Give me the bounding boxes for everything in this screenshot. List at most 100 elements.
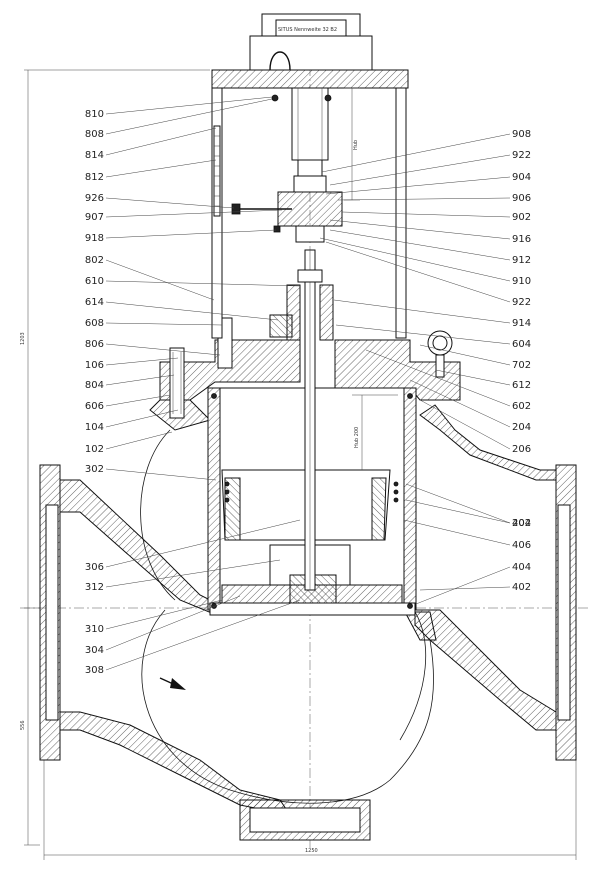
leader-808: [105, 98, 273, 135]
bonnet: [149, 330, 461, 431]
part-label-602: 602: [512, 401, 531, 412]
leader-606: [105, 394, 171, 407]
flow-arrow-icon: [159, 677, 186, 690]
valve-stem: [304, 249, 316, 591]
leader-404: [405, 499, 511, 524]
part-label-614: 614: [85, 297, 104, 308]
piston-rings: [224, 481, 399, 503]
part-label-604: 604: [512, 339, 531, 350]
leader-614: [105, 301, 279, 321]
leader-402: [419, 586, 511, 591]
part-label-922: 922: [512, 150, 531, 161]
leader-lines: [105, 96, 511, 671]
valve-body: [39, 404, 577, 841]
leader-918: [105, 229, 277, 239]
leader-306: [105, 519, 301, 568]
part-label-202: 202: [512, 518, 531, 529]
part-label-702: 702: [512, 360, 531, 371]
part-label-204: 204: [512, 422, 531, 433]
part-label-102: 102: [85, 444, 104, 455]
part-label-608: 608: [85, 318, 104, 329]
dim-width: 1250: [305, 848, 318, 854]
actuator: SITUS Nennweite 32 B2 Hub: [211, 13, 409, 201]
leader-608: [105, 322, 223, 326]
leader-922: [325, 241, 511, 303]
part-label-404: 404: [512, 562, 531, 573]
leader-610: [105, 280, 301, 287]
dimension-lines: 1203 556 1250: [20, 69, 577, 860]
leader-802: [105, 259, 215, 301]
leader-902: [341, 211, 511, 218]
leader-104: [105, 409, 179, 428]
leader-602: [365, 349, 511, 407]
part-label-804: 804: [85, 380, 104, 391]
leader-810: [105, 96, 273, 115]
part-labels: 8108088148129269079188026106146088061068…: [85, 109, 531, 676]
part-label-902: 902: [512, 212, 531, 223]
leader-312: [105, 559, 281, 588]
leader-908: [321, 133, 511, 173]
leader-904: [325, 176, 511, 195]
leader-304: [105, 595, 241, 651]
part-label-904: 904: [512, 172, 531, 183]
part-label-304: 304: [85, 645, 104, 656]
leader-310: [105, 599, 223, 630]
leader-906: [337, 197, 511, 201]
part-label-810: 810: [85, 109, 104, 120]
part-label-907: 907: [85, 212, 104, 223]
part-label-104: 104: [85, 422, 104, 433]
part-label-206: 206: [512, 444, 531, 455]
part-label-806: 806: [85, 339, 104, 350]
part-label-308: 308: [85, 665, 104, 676]
leader-404: [415, 566, 511, 605]
leader-812: [105, 159, 217, 178]
part-label-912: 912: [512, 255, 531, 266]
actuator-plate-text: SITUS Nennweite 32 B2: [278, 27, 337, 33]
stem-coupling: [273, 159, 343, 243]
leader-806: [105, 343, 221, 356]
leader-202: [405, 483, 511, 524]
part-label-916: 916: [512, 234, 531, 245]
leader-204: [409, 379, 511, 428]
leader-912: [329, 229, 511, 261]
leader-916: [329, 219, 511, 240]
leader-922: [329, 154, 511, 186]
part-label-310: 310: [85, 624, 104, 635]
travel-scale: [214, 135, 220, 207]
leader-308: [105, 599, 301, 671]
part-label-106: 106: [85, 360, 104, 371]
part-label-814: 814: [85, 150, 104, 161]
part-label-612: 612: [512, 380, 531, 391]
part-label-812: 812: [85, 172, 104, 183]
dim-lower-height: 556: [20, 720, 26, 730]
leader-612: [435, 369, 511, 386]
part-label-918: 918: [85, 233, 104, 244]
part-label-312: 312: [85, 582, 104, 593]
leader-804: [105, 374, 175, 386]
part-label-606: 606: [85, 401, 104, 412]
part-label-926: 926: [85, 193, 104, 204]
dim-stroke-2: Hub 200: [354, 427, 360, 448]
part-label-302: 302: [85, 464, 104, 475]
leader-406: [403, 519, 511, 546]
leader-604: [335, 324, 511, 345]
leader-914: [333, 299, 511, 324]
part-label-906: 906: [512, 193, 531, 204]
leader-907: [105, 209, 283, 218]
leader-702: [419, 344, 511, 366]
part-label-306: 306: [85, 562, 104, 573]
part-label-406: 406: [512, 540, 531, 551]
part-label-802: 802: [85, 255, 104, 266]
leader-814: [105, 127, 217, 156]
dim-total-height: 1203: [20, 332, 26, 345]
part-label-402: 402: [512, 582, 531, 593]
part-label-808: 808: [85, 129, 104, 140]
leader-206: [419, 399, 511, 450]
part-label-908: 908: [512, 129, 531, 140]
leader-910: [319, 237, 511, 282]
dim-stroke: Hub: [353, 140, 359, 150]
part-label-914: 914: [512, 318, 531, 329]
part-label-404: 404: [512, 518, 531, 529]
